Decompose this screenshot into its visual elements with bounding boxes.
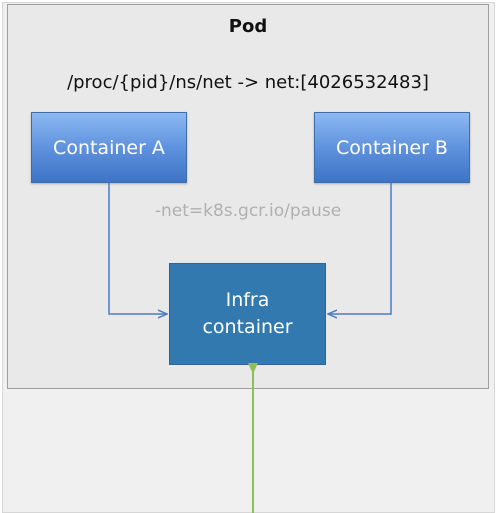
container-b-label: Container B — [336, 136, 448, 159]
container-a-label: Container A — [53, 136, 165, 159]
pod-title: Pod — [228, 16, 268, 37]
container-a-box: Container A — [31, 112, 187, 183]
infra-label-line1: Infra — [225, 289, 270, 311]
infra-container-box: Infra container — [169, 263, 326, 365]
infra-label-line2: container — [202, 316, 293, 338]
net-flag-label: -net=k8s.gcr.io/pause — [154, 201, 342, 221]
container-b-box: Container B — [314, 112, 470, 183]
network-namespace-path: /proc/{pid}/ns/net -> net:[4026532483] — [67, 72, 429, 93]
